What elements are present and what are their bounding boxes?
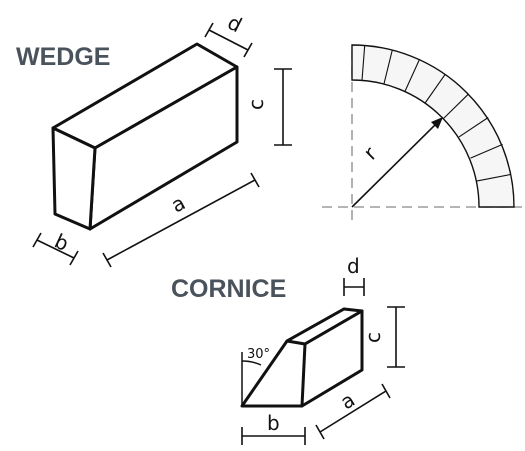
- arch-label-r: r: [359, 141, 382, 164]
- wedge-label-b: b: [51, 229, 73, 256]
- wedge-dimension-b: [32, 232, 79, 266]
- wedge-dimension-d: [204, 22, 253, 58]
- wedge-label-c: c: [244, 99, 268, 110]
- cornice-angle-marker: [241, 352, 262, 406]
- arch-radius-arrow: [351, 117, 443, 208]
- cornice-dimension-c: [387, 306, 405, 368]
- cornice-brick: [240, 307, 364, 408]
- wedge-dimension-c: [274, 68, 292, 146]
- wedge-figure: WEDGE d c a: [16, 10, 292, 268]
- wedge-label-d: d: [224, 10, 246, 37]
- wedge-brick: [51, 42, 239, 231]
- wedge-title: WEDGE: [16, 43, 110, 71]
- cornice-label-b: b: [267, 411, 280, 435]
- cornice-figure: CORNICE d 30° c: [171, 254, 405, 445]
- cornice-dimension-d: [343, 278, 365, 296]
- cornice-dimension-b: [241, 427, 306, 445]
- cornice-title: CORNICE: [171, 275, 286, 303]
- wedge-brick-end-face: [51, 126, 97, 231]
- arch-band: [351, 44, 515, 208]
- arch-joints: [361, 45, 512, 182]
- wedge-label-a: a: [167, 190, 189, 217]
- cornice-label-c: c: [361, 332, 385, 343]
- arch-figure: r: [322, 44, 522, 225]
- wedge-dimension-a: [102, 172, 260, 268]
- cornice-front-face: [300, 309, 364, 408]
- cornice-dimension-a: [315, 383, 391, 440]
- cornice-label-d: d: [347, 254, 360, 278]
- cornice-label-angle: 30°: [247, 347, 270, 362]
